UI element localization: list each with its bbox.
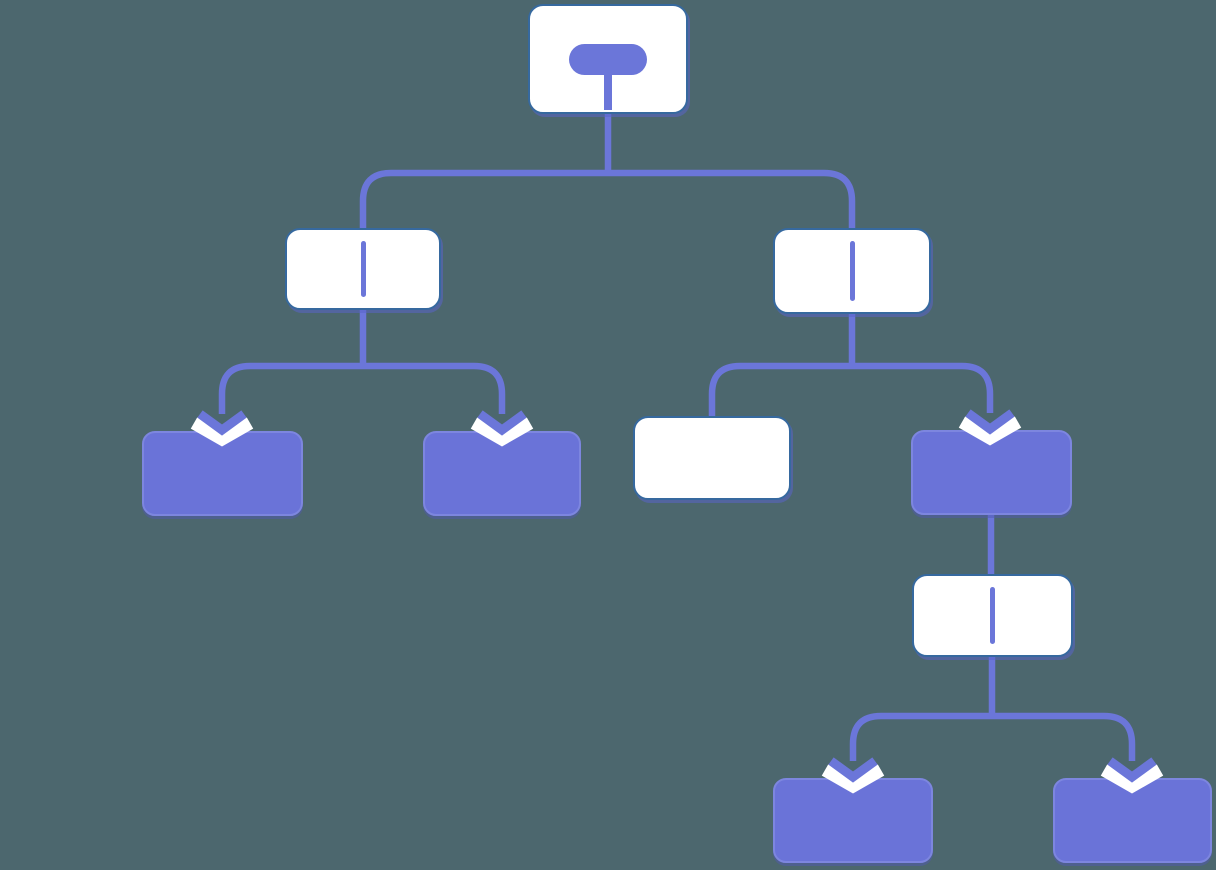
node-leaf-2[interactable] bbox=[423, 431, 581, 516]
root-pill-shape bbox=[569, 44, 647, 75]
root-pill-stem bbox=[604, 74, 612, 110]
divider-line-icon bbox=[990, 587, 995, 644]
node-leaf-3[interactable] bbox=[911, 430, 1072, 515]
node-leaf-4[interactable] bbox=[773, 778, 933, 863]
edge-level1-rail bbox=[359, 169, 856, 232]
node-empty-child[interactable] bbox=[633, 416, 791, 500]
node-leaf-1[interactable] bbox=[142, 431, 303, 516]
node-branch-right[interactable] bbox=[773, 228, 931, 314]
root-pill-icon bbox=[569, 44, 647, 110]
edge-branchleft-rail bbox=[218, 362, 506, 414]
edge-branchsub-rail bbox=[849, 712, 1136, 761]
node-branch-left[interactable] bbox=[285, 228, 441, 310]
node-branch-sub[interactable] bbox=[912, 574, 1073, 657]
divider-line-icon bbox=[360, 241, 366, 297]
node-leaf-5[interactable] bbox=[1053, 778, 1212, 863]
divider-line-icon bbox=[849, 241, 855, 301]
node-root[interactable] bbox=[528, 4, 688, 114]
edge-branchright-rail bbox=[708, 362, 994, 418]
